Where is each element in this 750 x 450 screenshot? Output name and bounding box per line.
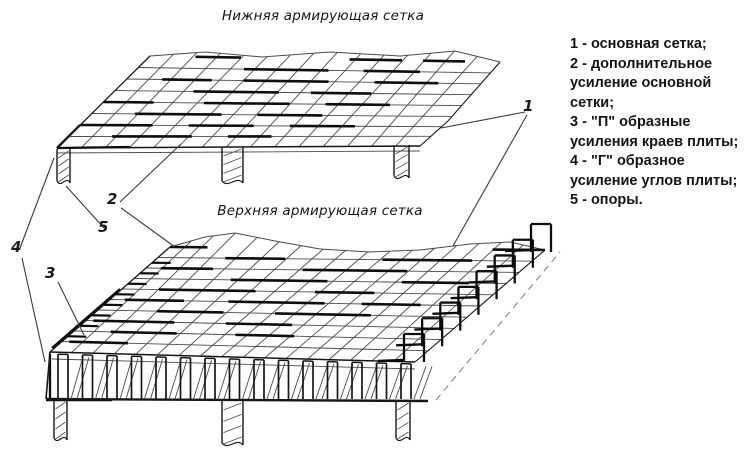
callout-4: 4	[11, 238, 22, 256]
lower-mesh-title: Нижняя армирующая сетка	[221, 8, 425, 24]
lower-mesh-supports	[56, 145, 410, 185]
callout-3: 3	[45, 264, 56, 282]
legend-item-g-corner: 4 - "Г" образное усиление углов плиты;	[570, 153, 738, 189]
legend-item-extra-reinforce: 2 - дополнительное усиление основной сет…	[570, 55, 713, 111]
callout-1: 1	[523, 97, 534, 115]
upper-reinforcing-mesh	[46, 232, 546, 402]
callout-5: 5	[98, 218, 109, 236]
legend-item-main-mesh: 1 - основная сетка;	[570, 36, 707, 52]
upper-mesh-title: Верхняя армирующая сетка	[217, 203, 423, 219]
lower-reinforcing-mesh	[56, 50, 501, 154]
legend-item-supports: 5 - опоры.	[570, 192, 643, 208]
legend: 1 - основная сетка; 2 - дополнительное у…	[570, 35, 748, 211]
right-edge-stirrups	[377, 222, 561, 401]
callout-2: 2	[107, 190, 118, 208]
upper-mesh-supports	[53, 400, 411, 447]
legend-item-p-edge: 3 - "П" образные усиления краев плиты;	[570, 114, 739, 150]
front-edge-stirrups	[45, 351, 433, 403]
leader-lines	[19, 111, 528, 363]
